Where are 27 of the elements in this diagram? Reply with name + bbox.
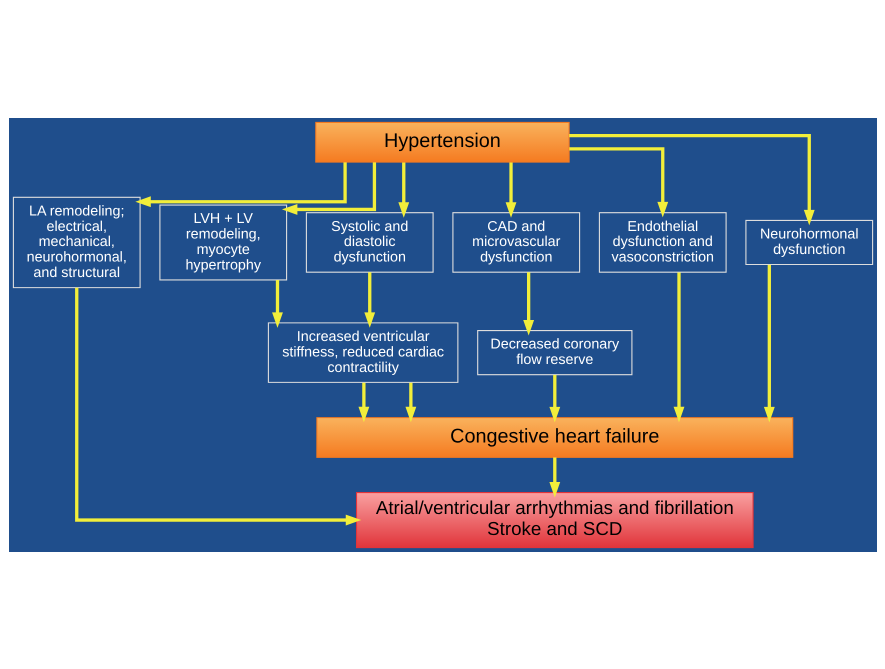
arrow [272,280,282,328]
arrow [568,133,814,225]
arrow [364,272,375,328]
node-box: Hypertension [314,121,570,162]
node-box: Atrial/ventricular arrhythmias and fibrillation Stroke and SCD [355,491,754,548]
arrow [404,382,416,422]
arrow [568,146,668,217]
arrow [358,382,369,422]
arrow [134,162,346,207]
node-box: Decreased coronary flow reserve [476,330,632,375]
arrow [522,272,534,335]
node-box: Systolic and diastolic dysfunction [305,212,434,272]
node-box: LA remodeling; electrical, mechanical, neurohormonal, and structural [12,196,140,288]
arrow [505,162,516,218]
arrow [281,162,376,214]
arrow [763,264,774,422]
node-box: Increased ventricular stiffness, reduced cardiac contractility [267,322,458,382]
node-box: Congestive heart failure [316,416,793,458]
arrow [673,272,684,422]
arrow [548,456,560,497]
node-box: CAD and microvascular dysfunction [452,212,580,272]
arrow [548,374,560,422]
arrow [74,287,361,525]
node-box: LVH + LV remodeling, myocyte hypertrophy [158,204,287,280]
node-box: Neurohormonal dysfunction [744,219,873,265]
node-box: Endothelial dysfunction and vasoconstriction [598,212,726,272]
arrow [398,162,409,218]
